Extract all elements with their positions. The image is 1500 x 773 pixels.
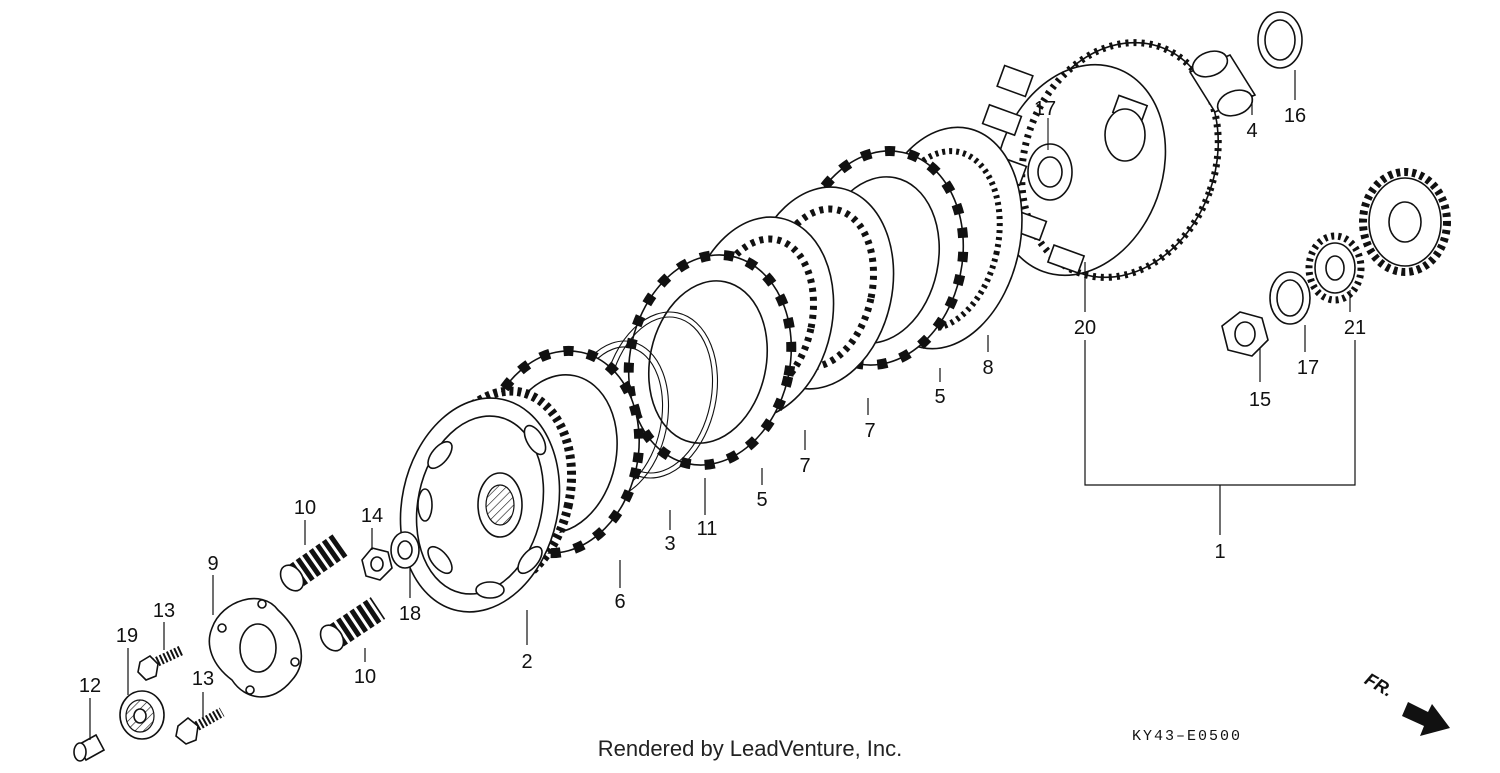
thrust-washer-17-right[interactable] [1269, 271, 1311, 325]
drawing-code: KY43–E0500 [1132, 728, 1242, 745]
callout-4[interactable]: 4 [1246, 120, 1257, 142]
lock-nut-14[interactable] [361, 547, 393, 581]
part-number-labels: 1 2 3 4 5 5 6 7 7 8 9 10 10 11 12 13 13 … [79, 98, 1366, 697]
thrust-washer-16[interactable] [1257, 11, 1303, 69]
clutch-center[interactable] [381, 378, 589, 627]
callout-12[interactable]: 12 [79, 675, 101, 697]
callout-10-lower[interactable]: 10 [354, 666, 376, 688]
callout-9[interactable]: 9 [207, 553, 218, 575]
lock-nut[interactable] [1221, 311, 1269, 357]
collar-bushing[interactable] [1188, 47, 1257, 121]
callout-13-upper[interactable]: 13 [153, 600, 175, 622]
clutch-lifter-plate[interactable] [208, 597, 302, 698]
callout-8[interactable]: 8 [982, 357, 993, 379]
callout-14[interactable]: 14 [361, 505, 383, 527]
callout-7-left[interactable]: 7 [799, 455, 810, 477]
callout-1[interactable]: 1 [1214, 541, 1225, 563]
callout-17-left[interactable]: 17 [1034, 98, 1056, 120]
callout-7-right[interactable]: 7 [864, 420, 875, 442]
render-credit: Rendered by LeadVenture, Inc. [597, 736, 903, 761]
callout-11[interactable]: 11 [697, 518, 718, 540]
bolt-13-lower[interactable] [175, 707, 225, 745]
callout-13-lower[interactable]: 13 [192, 668, 214, 690]
callout-5-left[interactable]: 5 [756, 489, 767, 511]
callout-19[interactable]: 19 [116, 625, 138, 647]
callout-2[interactable]: 2 [521, 651, 532, 673]
clutch-spring-lower[interactable] [316, 597, 386, 655]
lifter-bearing[interactable] [119, 690, 165, 740]
callout-10-upper[interactable]: 10 [294, 497, 316, 519]
clutch-outer-housing[interactable] [966, 15, 1250, 306]
callout-21[interactable]: 21 [1344, 317, 1366, 339]
callout-15[interactable]: 15 [1249, 389, 1271, 411]
callout-6[interactable]: 6 [614, 591, 625, 613]
callout-20[interactable]: 20 [1074, 317, 1096, 339]
callout-18[interactable]: 18 [399, 603, 421, 625]
washer-18[interactable] [390, 531, 420, 569]
callout-5-right[interactable]: 5 [934, 386, 945, 408]
bolt-13-upper[interactable] [137, 645, 185, 681]
callout-16[interactable]: 16 [1284, 105, 1306, 127]
callout-17-right[interactable]: 17 [1297, 357, 1319, 379]
callout-3[interactable]: 3 [664, 533, 675, 555]
direction-label: FR. [1361, 669, 1396, 701]
leader-lines [89, 70, 1356, 740]
front-direction-indicator: FR. [1361, 669, 1450, 736]
direction-arrow-icon [1402, 702, 1450, 736]
clutch-spring-upper[interactable] [276, 534, 348, 595]
primary-gear[interactable] [1305, 168, 1451, 304]
